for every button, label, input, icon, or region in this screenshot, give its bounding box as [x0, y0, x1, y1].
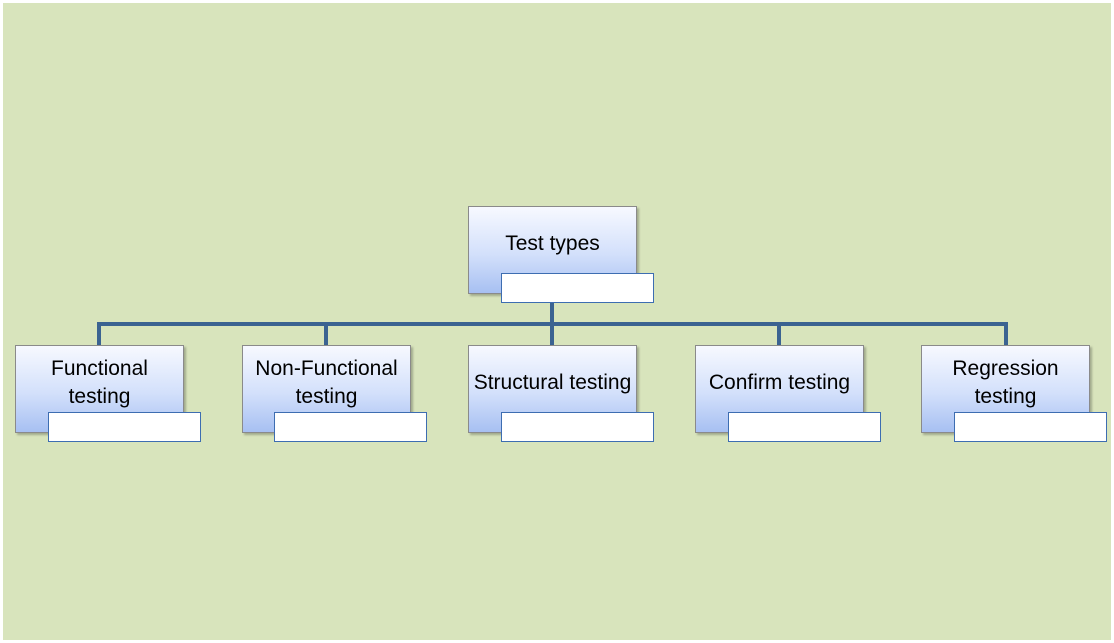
child-node-subbox: [501, 412, 654, 442]
root-node-subbox: [501, 273, 654, 303]
diagram-canvas: Test types Functional testing Non-Functi…: [3, 3, 1111, 640]
child-node-subbox: [954, 412, 1107, 442]
child-node-label: Non-Functional testing: [255, 357, 398, 408]
child-node-label: Functional testing: [51, 357, 148, 408]
child-node-label: Regression testing: [952, 357, 1059, 408]
child-node-subbox: [728, 412, 881, 442]
root-node-label: Test types: [505, 232, 600, 255]
child-node-subbox: [274, 412, 427, 442]
connector-lines: [97, 293, 1008, 347]
child-node-label: Structural testing: [473, 371, 632, 394]
child-node-label: Confirm testing: [708, 371, 851, 394]
child-node-subbox: [48, 412, 201, 442]
